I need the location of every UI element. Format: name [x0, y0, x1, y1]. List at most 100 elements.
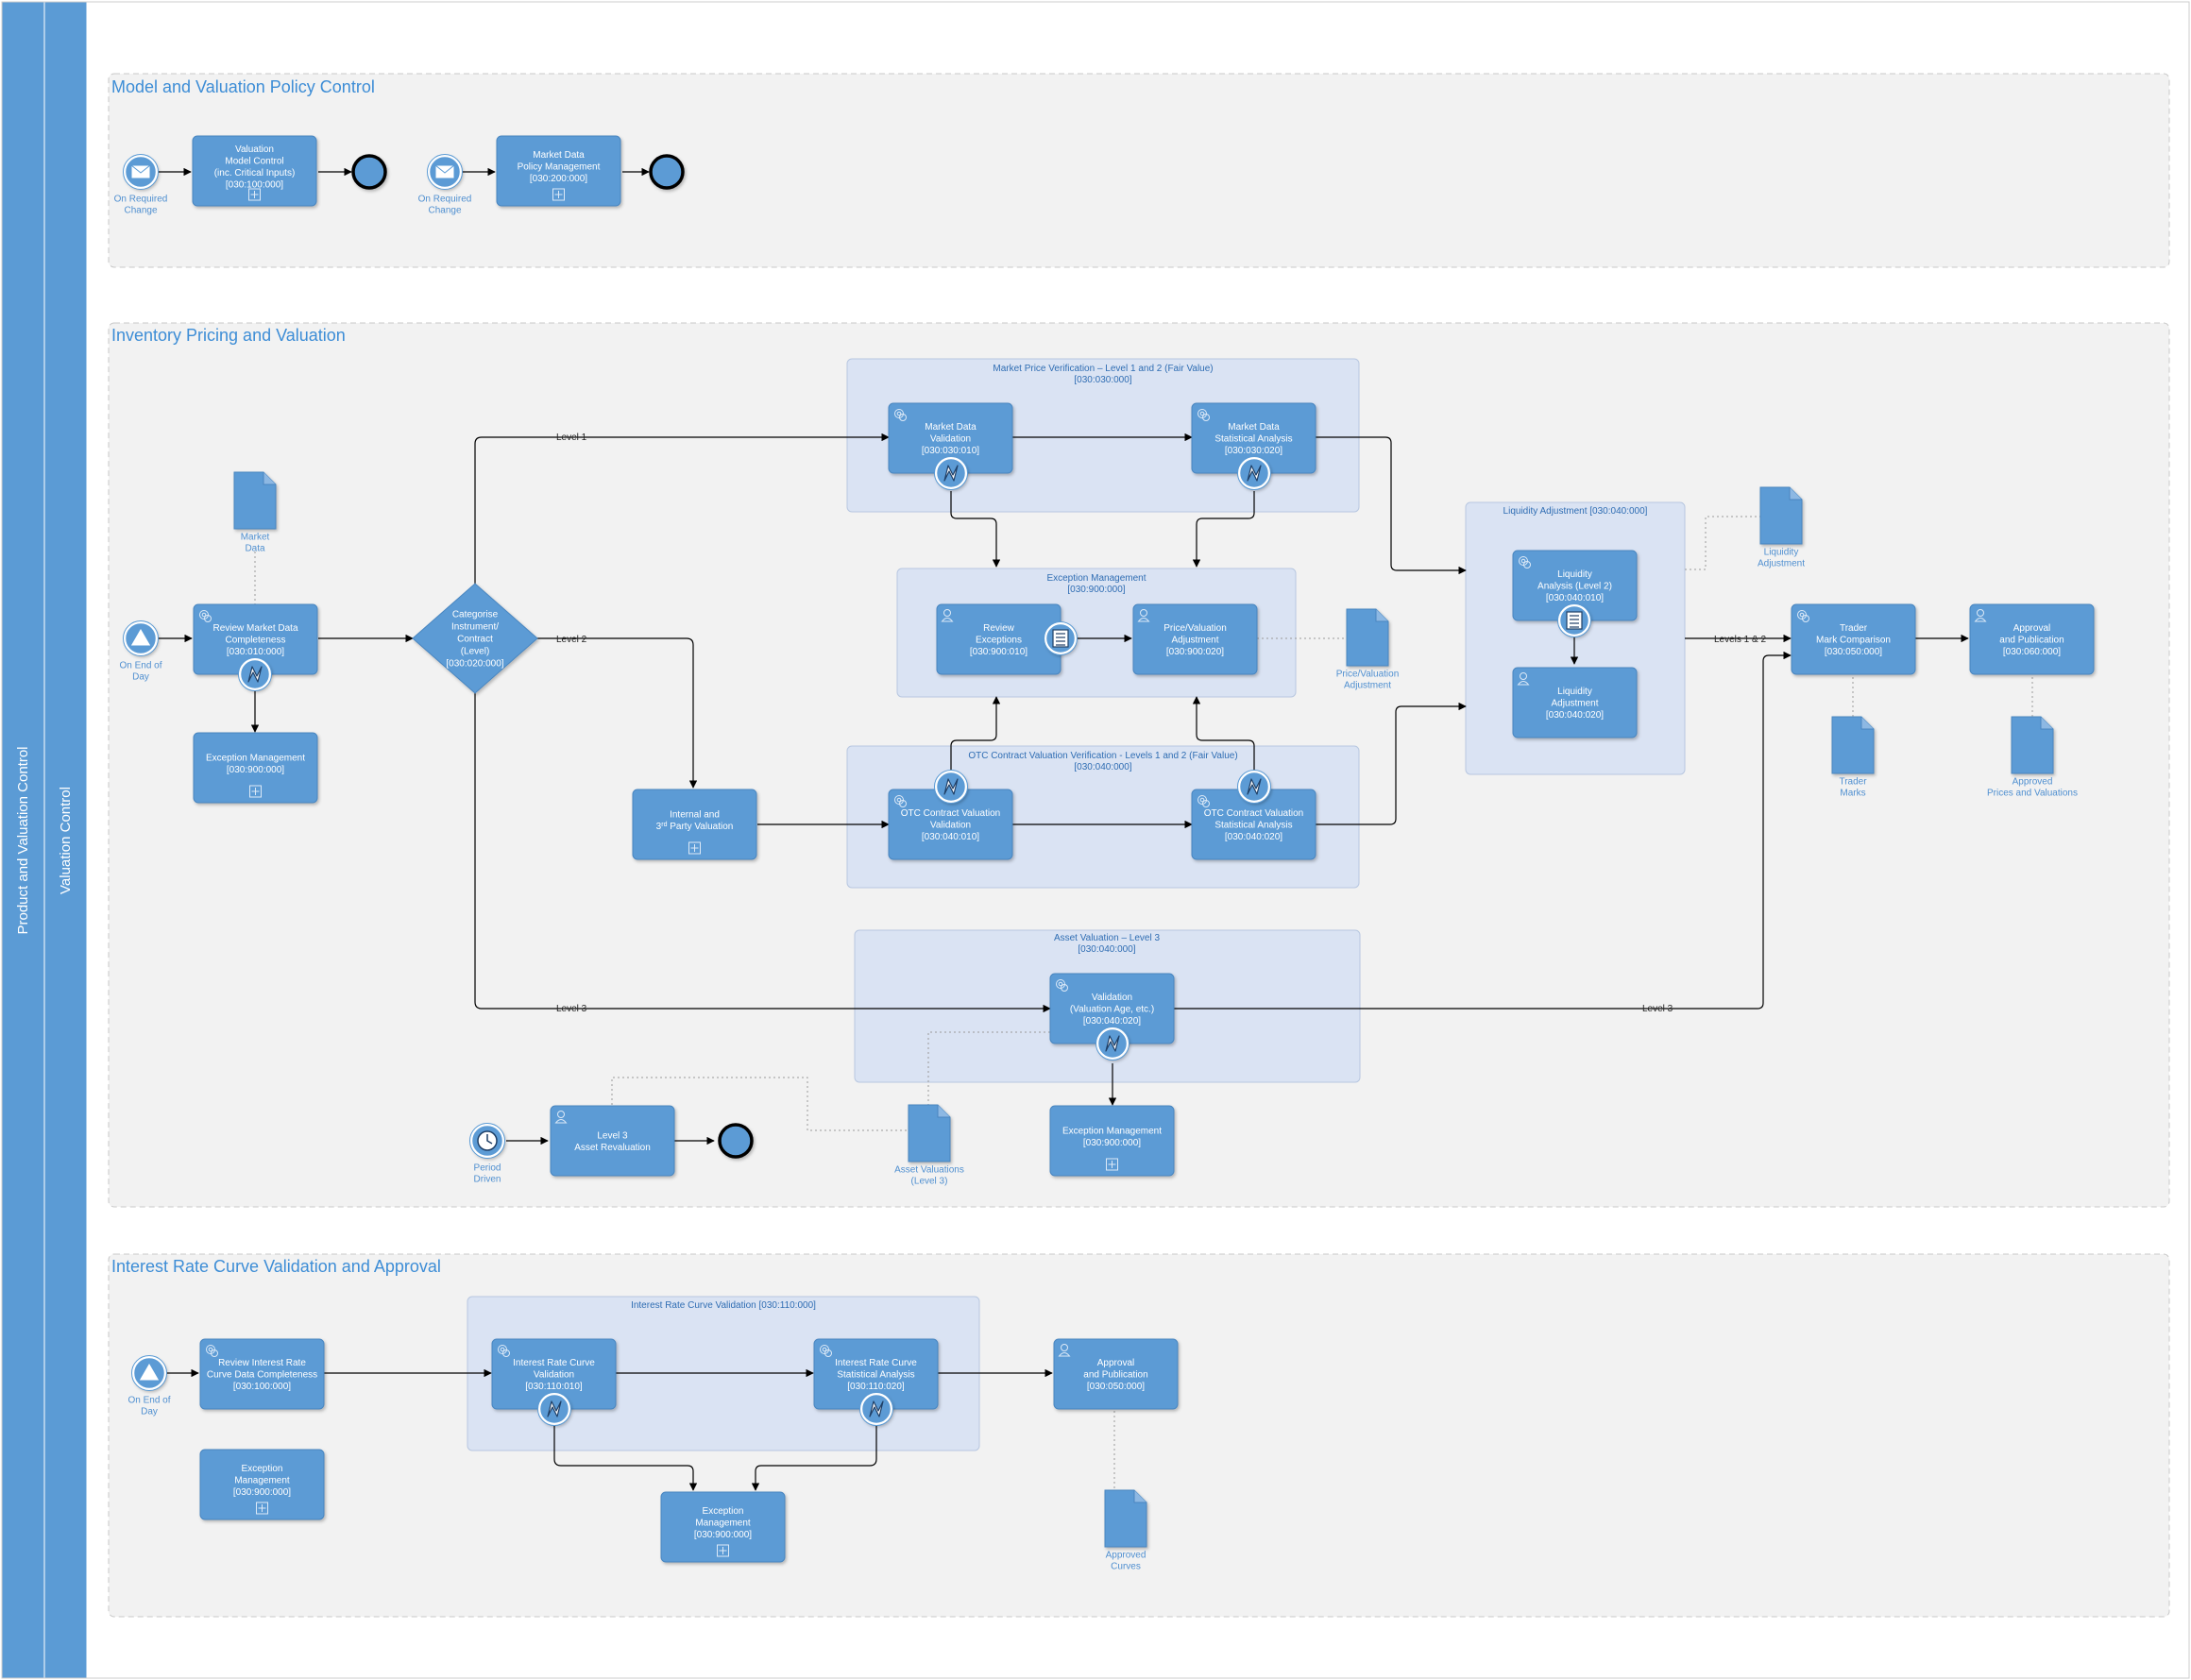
collapsed-subprocess-icon	[688, 841, 701, 855]
document-icon	[1831, 716, 1875, 774]
flow-label-level3: Level 3	[556, 1004, 587, 1014]
task-label-line: Model Control	[225, 156, 283, 166]
event-label-line: On End of	[119, 661, 161, 671]
task-label-line: Asset Revaluation	[574, 1143, 651, 1153]
doc-asset-valuations-level3[interactable]: Asset Valuations(Level 3)	[894, 1104, 964, 1187]
error-event-marker[interactable]	[1237, 770, 1271, 804]
document-label-line: Price/Valuation	[1336, 670, 1400, 680]
task-label-line: [030:900:000]	[233, 1487, 291, 1498]
task-label-line: [030:900:000]	[694, 1530, 752, 1540]
user-icon	[1517, 672, 1530, 686]
task-label-line: [030:040:020]	[1225, 832, 1282, 842]
document-icon	[1104, 1489, 1147, 1548]
end-event[interactable]	[351, 154, 387, 190]
collapsed-subprocess-icon	[248, 188, 261, 201]
error-event-marker[interactable]	[934, 456, 968, 490]
error-event-marker[interactable]	[238, 657, 272, 691]
flow-label-levels-1-2: Levels 1 & 2	[1714, 635, 1766, 645]
lightning-icon	[247, 666, 263, 683]
flow	[950, 696, 1001, 772]
task-label-line: Approval	[1097, 1358, 1134, 1368]
task-label-line: Review	[983, 623, 1015, 634]
task-label-line: [030:200:000]	[530, 174, 587, 184]
collapsed-subprocess-icon	[552, 188, 565, 201]
task-label-line: [030:100:000]	[226, 179, 283, 190]
document-label-line: (Level 3)	[911, 1177, 948, 1187]
gateway-label-line: [030:020:000]	[446, 659, 503, 670]
task-label-line: Adjustment	[1171, 636, 1218, 646]
lightning-icon	[943, 465, 959, 482]
document-label-line: Marks	[1840, 789, 1865, 799]
task-label-line: Validation	[534, 1370, 574, 1381]
task-label-line: [030:040:020]	[1083, 1016, 1141, 1027]
envelope-icon	[130, 164, 151, 179]
task-label-line: Valuation	[235, 144, 274, 155]
envelope-icon	[434, 164, 455, 179]
task-label-line: [030:030:020]	[1225, 446, 1282, 456]
document-label-line: Asset Valuations	[894, 1165, 964, 1176]
gear-icon	[1197, 409, 1210, 421]
gateway-diamond	[412, 583, 538, 694]
task-label-line: Exception Management	[1062, 1126, 1162, 1136]
task-label-line: [030:900:000]	[227, 765, 284, 775]
event-label-line: Change	[124, 206, 157, 216]
list-marker[interactable]	[1044, 621, 1078, 655]
section-title: Inventory Pricing and Valuation	[111, 326, 346, 345]
user-icon	[1974, 609, 1987, 622]
task-label-line: [030:900:000]	[1083, 1138, 1141, 1148]
task-exception-management-l3[interactable]: Exception Management [030:900:000]	[1049, 1105, 1175, 1177]
task-label-line: 3rd Party Valuation	[656, 821, 734, 832]
task-label-line: [030:900:010]	[970, 647, 1028, 657]
task-exception-management[interactable]: Exception Management[030:900:000]	[193, 732, 318, 804]
task-label-line: [030:110:020]	[847, 1382, 905, 1392]
lightning-icon	[1247, 778, 1262, 795]
error-event-marker[interactable]	[859, 1392, 893, 1426]
task-label-line: Market Data	[925, 422, 977, 433]
end-event[interactable]	[718, 1123, 754, 1159]
error-event-marker[interactable]	[934, 770, 968, 804]
error-event-marker[interactable]	[1096, 1027, 1129, 1061]
triangle-signal-icon	[138, 1362, 161, 1382]
error-event-marker[interactable]	[537, 1392, 571, 1426]
error-event-marker[interactable]	[1237, 456, 1271, 490]
event-label-line: Day	[132, 672, 149, 683]
flow	[950, 491, 1001, 568]
end-event[interactable]	[649, 154, 685, 190]
list-marker[interactable]	[1557, 603, 1591, 637]
document-icon	[1346, 608, 1389, 667]
